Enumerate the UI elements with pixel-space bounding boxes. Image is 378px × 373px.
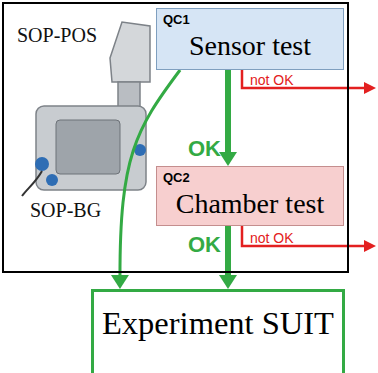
reject-arrowhead [364,82,376,94]
device-body [36,106,146,190]
step-id: QC1 [163,12,190,27]
device-label: SOP-BG [30,199,101,221]
flow-arrow [225,70,231,154]
device-panel [56,120,120,174]
arrowhead [219,275,237,289]
flow-arrow [225,226,231,277]
target-title: Experiment SUIT [94,306,342,342]
device-connector [35,157,49,171]
step-title: Sensor test [157,31,343,62]
device-cable [22,171,42,196]
system-frame: SOP-POS SOP-BG QC1Sensor testQC2Chamber te… [2,2,349,273]
process-box: QC2Chamber test [156,166,344,226]
target-box: Experiment SUIT [91,289,345,373]
device-connector [46,174,58,186]
reject-label: not OK [250,72,294,88]
step-id: QC2 [163,170,190,185]
device-label: SOP-POS [17,24,97,46]
device-head [110,22,150,82]
arrowhead [219,152,237,166]
edge-label: OK [188,136,221,162]
process-box: QC1Sensor test [156,8,344,70]
arrowhead [111,275,129,289]
reject-label: not OK [250,230,294,246]
device-pillar [118,82,140,108]
step-title: Chamber test [157,189,343,220]
reject-arrowhead [364,240,376,252]
edge-label: OK [188,232,221,258]
